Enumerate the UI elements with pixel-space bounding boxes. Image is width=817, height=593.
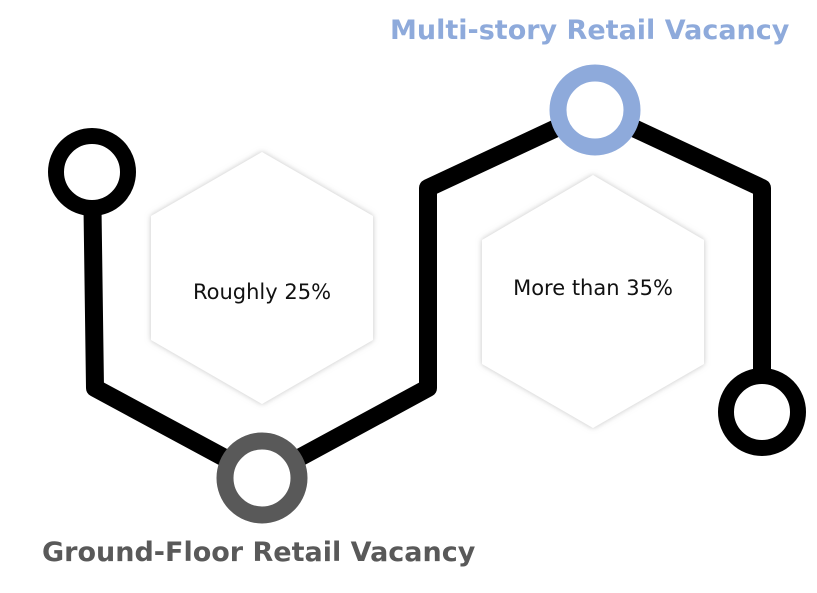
top-milestone-circle: [549, 64, 641, 156]
left-hex-text: Roughly 25%: [193, 280, 331, 304]
end-node-circle: [718, 368, 806, 456]
right-hexagon: [482, 175, 704, 428]
timeline-path: [83, 101, 771, 487]
right-hex-text: More than 35%: [513, 276, 673, 300]
bottom-milestone-circle: [216, 432, 308, 524]
top-milestone-title: Multi-story Retail Vacancy: [390, 15, 790, 46]
start-node-circle: [48, 128, 136, 216]
left-hexagon: [151, 152, 373, 404]
bottom-milestone-title: Ground-Floor Retail Vacancy: [42, 537, 476, 568]
